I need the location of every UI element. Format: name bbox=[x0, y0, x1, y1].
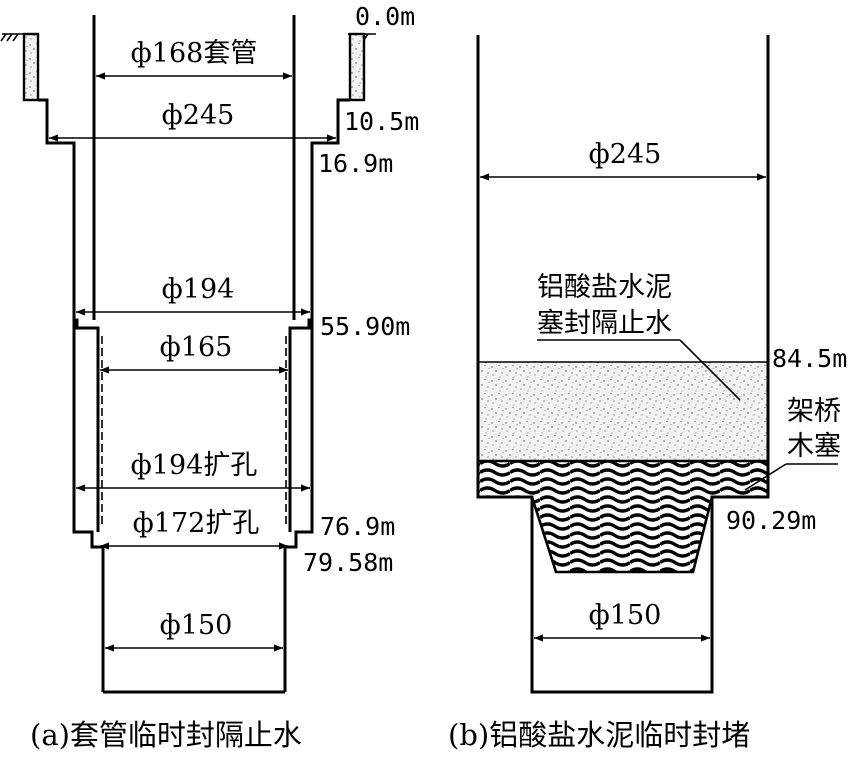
depth-0m: 0.0m bbox=[355, 2, 415, 31]
depth-10-5m: 10.5m bbox=[344, 107, 419, 136]
cement-label-line2: 塞封隔止水 bbox=[537, 308, 672, 339]
inner-tube-left bbox=[74, 318, 100, 532]
dim-label-150-b: ф150 bbox=[589, 600, 662, 631]
borehole-wall-left bbox=[38, 98, 105, 692]
dim-label-194: ф194 bbox=[162, 274, 235, 305]
plug-leader bbox=[744, 463, 787, 491]
depth-90-29m: 90.29m bbox=[726, 506, 816, 535]
dim-label-165: ф165 bbox=[160, 332, 233, 363]
surface-collar-left bbox=[22, 32, 40, 102]
dim-label-casing: ф168套管 bbox=[131, 38, 258, 69]
ground-surface-left bbox=[0, 33, 26, 42]
dim-label-150: ф150 bbox=[160, 610, 233, 641]
depth-84-5m: 84.5m bbox=[772, 344, 847, 373]
cement-plug bbox=[478, 362, 768, 461]
borehole-wall-right bbox=[283, 98, 350, 692]
depth-16-9m: 16.9m bbox=[318, 149, 393, 178]
plug-label-line2: 木塞 bbox=[787, 431, 841, 462]
plug-label-line1: 架桥 bbox=[787, 396, 841, 427]
caption-b: (b)铝酸盐水泥临时封堵 bbox=[448, 718, 750, 752]
depth-79-58m: 79.58m bbox=[303, 548, 393, 577]
cement-label-line1: 铝酸盐水泥 bbox=[537, 272, 672, 303]
depth-76-9m: 76.9m bbox=[320, 512, 395, 541]
borehole-wall-b bbox=[476, 35, 770, 694]
cement-plug-diagram: ф245 ф150 铝酸盐水泥 塞封隔止水 架桥 木塞 84.5m 90.29m… bbox=[448, 35, 847, 752]
caption-a: (a)套管临时封隔止水 bbox=[30, 718, 302, 752]
inner-tube-right bbox=[288, 318, 312, 532]
depth-55-90m: 55.90m bbox=[320, 312, 410, 341]
dim-label-194-ream: ф194扩孔 bbox=[131, 450, 258, 481]
dim-label-245: ф245 bbox=[162, 100, 235, 131]
surface-collar-right bbox=[348, 32, 366, 102]
cement-leader bbox=[679, 339, 741, 401]
dim-label-245-b: ф245 bbox=[589, 139, 662, 170]
casing-sealing-diagram: ф168套管 ф245 ф194 ф165 ф194扩孔 ф172扩孔 ф150… bbox=[0, 2, 419, 752]
dim-label-172-ream: ф172扩孔 bbox=[133, 508, 260, 539]
